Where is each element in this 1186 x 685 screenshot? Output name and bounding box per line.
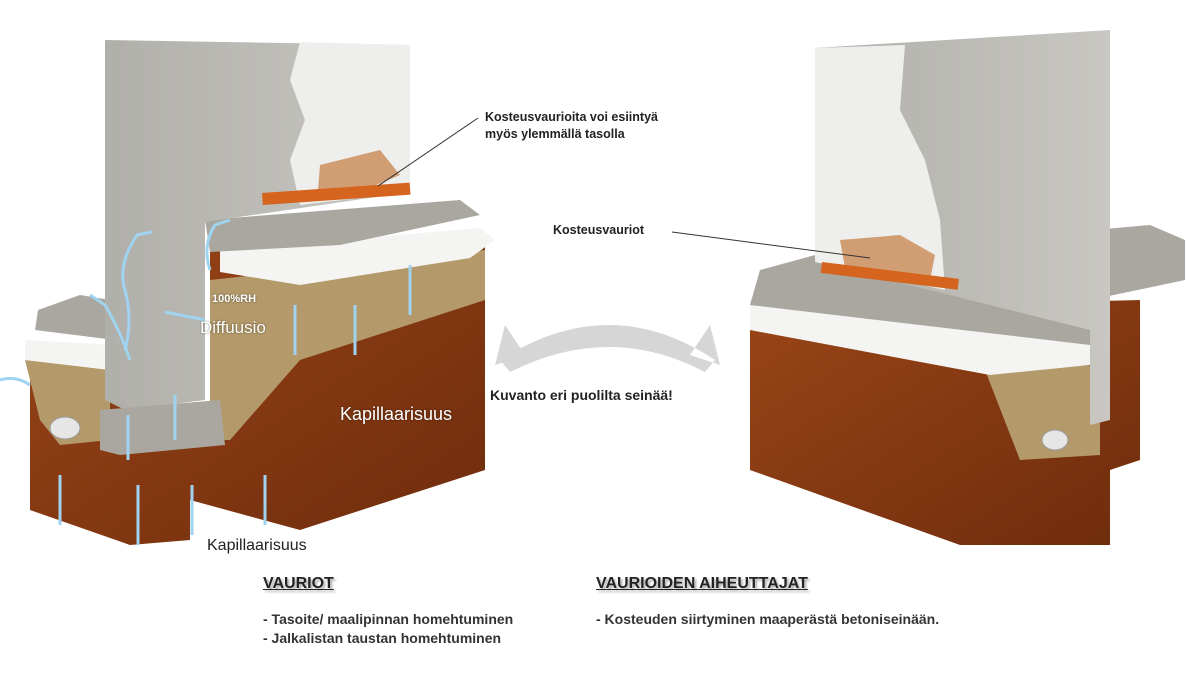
upper-damage-callout: Kosteusvaurioita voi esiintyä myös ylemm…	[485, 109, 658, 143]
rh-label: 100%RH	[212, 293, 257, 305]
baseboard	[261, 182, 411, 205]
causes-list: - Kosteuden siirtyminen maaperästä beton…	[596, 610, 939, 629]
moisture-arrows	[0, 218, 412, 545]
insulation-left	[25, 340, 115, 370]
drain-pipe	[49, 416, 81, 440]
callout-line-1: Kosteusvaurioita voi esiintyä	[485, 110, 658, 124]
diffusion-label: Diffuusio	[200, 318, 266, 337]
list-item: - Jalkalistan taustan homehtuminen	[263, 630, 502, 646]
gravel-fill	[210, 250, 485, 440]
damages-heading: VAURIOT	[263, 575, 334, 592]
capillary-soil-label: Kapillaarisuus	[340, 404, 453, 424]
insulation	[220, 228, 495, 285]
damage-callout: Kosteusvauriot	[553, 223, 644, 237]
capillary-bottom-label: Kapillaarisuus	[207, 537, 307, 554]
gravel-fill-left	[25, 360, 110, 445]
floor-slab	[205, 200, 480, 252]
double-arrow-icon	[495, 325, 720, 372]
list-item: - Tasoite/ maalipinnan homehtuminen	[263, 611, 514, 627]
view-note: Kuvanto eri puolilta seinää!	[490, 387, 673, 403]
drain-pipe	[1041, 429, 1069, 451]
baseboard	[820, 262, 959, 290]
plaster-area	[815, 45, 945, 290]
callout-line-2: myös ylemmällä tasolla	[485, 127, 625, 141]
footing	[100, 400, 225, 455]
mould-damage	[318, 150, 400, 200]
floor-slab-left	[35, 295, 115, 340]
damages-list: - Tasoite/ maalipinnan homehtuminen - Ja…	[263, 610, 513, 648]
gravel-fill	[985, 365, 1100, 460]
causes-heading: VAURIOIDEN AIHEUTTAJAT	[596, 575, 808, 592]
leader-line	[671, 231, 871, 259]
list-item: - Kosteuden siirtyminen maaperästä beton…	[596, 611, 940, 627]
right-section	[671, 30, 1185, 545]
left-section	[0, 40, 495, 545]
leader-line	[377, 117, 479, 187]
